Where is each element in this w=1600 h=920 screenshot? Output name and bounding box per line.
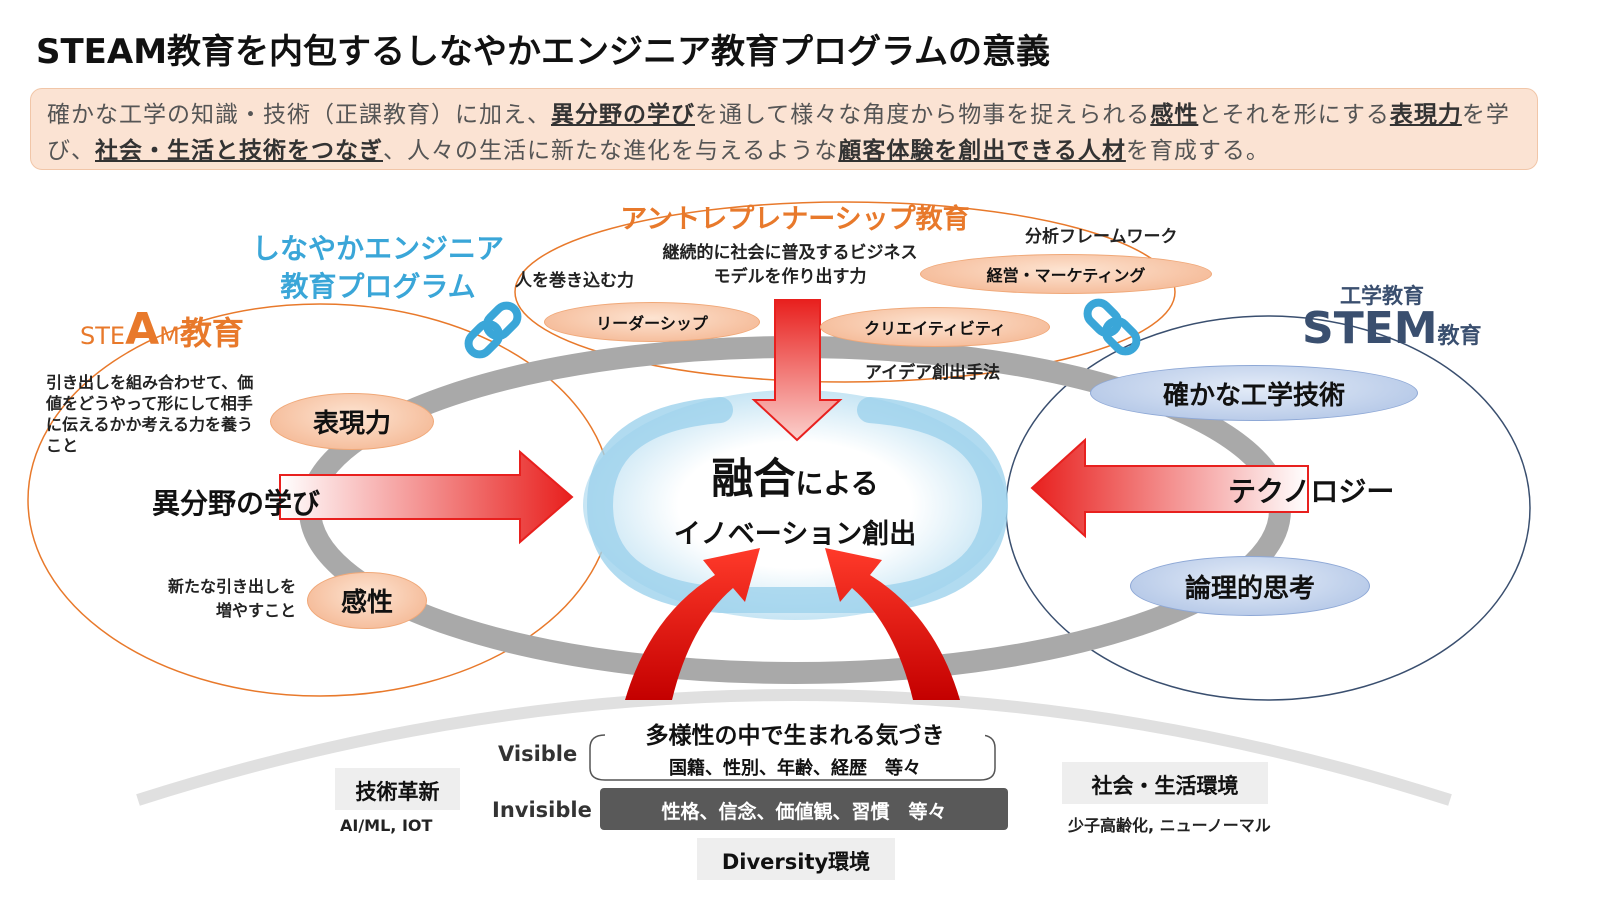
business-model-label: 継続的に社会に普及するビジネス モデルを作り出す力 bbox=[630, 241, 950, 289]
tech-innovation-sub: AI/ML, IOT bbox=[340, 816, 433, 835]
chain-link-icon bbox=[464, 301, 522, 359]
summary-text: とそれを形にする bbox=[1198, 102, 1390, 128]
involve-label: 人を巻き込む力 bbox=[515, 271, 634, 291]
arrow-technology-label: テクノロジー bbox=[1228, 475, 1395, 508]
keyword-connect-society: 社会・生活と技術をつなぎ bbox=[95, 138, 383, 164]
sensitivity-description-line2: 増やすこと bbox=[215, 601, 296, 620]
summary-text: を学び、 bbox=[47, 102, 1510, 164]
steam-label-ste: STE bbox=[80, 322, 126, 350]
stem-label-main: STEM bbox=[1302, 303, 1438, 354]
program-label: しなやかエンジニア 教育プログラム bbox=[248, 230, 508, 306]
keyword-sensitivity: 感性 bbox=[1150, 102, 1199, 128]
pill-engineering: 確かな工学技術 bbox=[1090, 365, 1418, 421]
pill-marketing: 経営・マーケティング bbox=[920, 254, 1212, 294]
summary-text: を育成する。 bbox=[1125, 138, 1270, 164]
center-fusion: 融合 bbox=[711, 454, 796, 503]
pill-creativity: クリエイティビティ bbox=[820, 307, 1050, 347]
stem-label-suffix: 教育 bbox=[1437, 324, 1482, 349]
steam-label: STEAM教育 bbox=[80, 302, 244, 367]
page-title: STEAM教育を内包するしなやかエンジニア教育プログラムの意義 bbox=[36, 32, 1051, 72]
chain-link-icon bbox=[1083, 298, 1141, 356]
diversity-env-label: Diversity環境 bbox=[721, 850, 871, 874]
program-label-line2: 教育プログラム bbox=[280, 270, 476, 303]
steam-label-edu: 教育 bbox=[179, 314, 244, 352]
invisible-box bbox=[600, 788, 1008, 830]
pill-logic: 論理的思考 bbox=[1130, 556, 1370, 616]
visible-title: 多様性の中で生まれる気づき bbox=[605, 716, 985, 750]
tech-innovation-label: 技術革新 bbox=[355, 780, 440, 804]
pill-expression: 表現力 bbox=[270, 393, 434, 450]
visible-items: 国籍、性別、年齢、経歴 等々 bbox=[669, 758, 921, 779]
arrow-diversity-right bbox=[825, 548, 960, 700]
business-model-line1: 継続的に社会に普及するビジネス bbox=[662, 243, 918, 263]
summary-box: 確かな工学の知識・技術（正課教育）に加え、異分野の学びを通して様々な角度から物事… bbox=[30, 88, 1538, 170]
summary-text: 、人々の生活に新たな進化を与えるような bbox=[383, 138, 839, 164]
framework-label: 分析フレームワーク bbox=[1025, 227, 1178, 247]
business-model-line2: モデルを作り出す力 bbox=[713, 267, 867, 287]
arrow-entrepreneurship bbox=[751, 299, 843, 442]
arrow-technology bbox=[1030, 437, 1309, 539]
tech-label-bg bbox=[335, 768, 460, 810]
summary-text: 確かな工学の知識・技術（正課教育）に加え、 bbox=[47, 102, 551, 128]
fusion-link-shape bbox=[586, 397, 1009, 613]
center-title: 融合による イノベーション創出 bbox=[640, 452, 950, 555]
sensitivity-description-line1: 新たな引き出しを bbox=[167, 577, 296, 596]
invisible-label: Invisible bbox=[492, 798, 592, 822]
pill-sensitivity: 感性 bbox=[307, 572, 427, 629]
center-innovation: イノベーション創出 bbox=[673, 519, 917, 550]
stem-sub-label: 工学教育 bbox=[1340, 284, 1424, 308]
society-label: 社会・生活環境 bbox=[1091, 774, 1239, 798]
arrow-diversity-left bbox=[625, 548, 760, 700]
idea-label: アイデア創出手法 bbox=[865, 363, 1001, 383]
visible-label: Visible bbox=[498, 742, 578, 766]
entrepreneur-ellipse bbox=[514, 201, 1176, 383]
arrow-interdisciplinary bbox=[279, 449, 574, 545]
keyword-customer-experience: 顧客体験を創出できる人材 bbox=[838, 138, 1126, 164]
stem-label: STEM教育 bbox=[1302, 303, 1482, 354]
pill-leadership: リーダーシップ bbox=[544, 302, 760, 342]
center-by: による bbox=[795, 467, 879, 500]
arrow-interdisciplinary-label: 異分野の学び bbox=[152, 487, 321, 520]
program-label-line1: しなやかエンジニア bbox=[251, 232, 504, 265]
keyword-expression: 表現力 bbox=[1389, 102, 1462, 128]
entrepreneur-title: アントレプレナーシップ教育 bbox=[620, 204, 970, 235]
visible-bracket bbox=[589, 734, 996, 781]
environment-arc bbox=[136, 689, 1452, 806]
steam-label-m: M bbox=[159, 322, 180, 350]
fusion-blob bbox=[583, 390, 1007, 620]
summary-text: を通して様々な角度から物事を捉えられる bbox=[695, 102, 1151, 128]
society-label-bg bbox=[1062, 762, 1268, 804]
society-sub: 少子高齢化, ニューノーマル bbox=[1068, 816, 1271, 835]
expression-description: 引き出しを組み合わせて、価値をどうやって形にして相手に伝えるかか考える力を養うこ… bbox=[46, 373, 254, 455]
diversity-label-bg bbox=[697, 838, 895, 880]
keyword-interdisciplinary: 異分野の学び bbox=[551, 102, 695, 128]
sensitivity-description: 新たな引き出しを 増やすこと bbox=[110, 575, 296, 623]
invisible-items: 性格、信念、価値観、習慣 等々 bbox=[661, 801, 947, 823]
steam-label-a: A bbox=[125, 304, 160, 355]
